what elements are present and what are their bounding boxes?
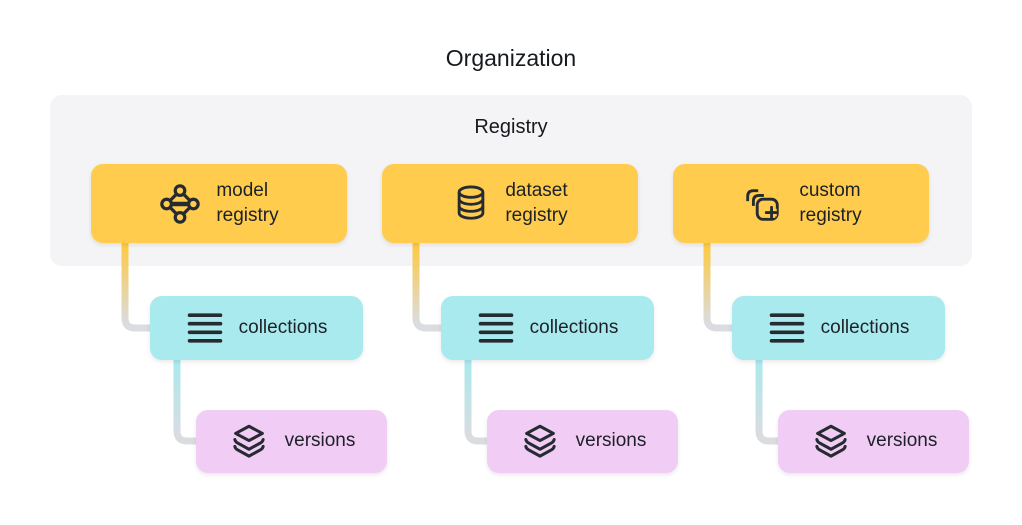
layers-icon (519, 422, 561, 462)
collections-node: collections (732, 296, 945, 360)
model-registry-node: model registry (91, 164, 347, 243)
registry-node-label: custom registry (799, 179, 862, 226)
list-icon (477, 312, 515, 344)
collections-node-label: collections (238, 316, 328, 338)
versions-node: versions (778, 410, 969, 473)
registry-node-label: model registry (216, 179, 279, 226)
database-icon (452, 183, 490, 225)
versions-node-label: versions (866, 430, 938, 452)
registry-group-label: Registry (474, 116, 548, 138)
list-icon (768, 312, 806, 344)
model-graph-icon (159, 183, 201, 225)
versions-node: versions (196, 410, 387, 473)
collections-node: collections (441, 296, 654, 360)
collections-node: collections (150, 296, 363, 360)
collections-node-label: collections (529, 316, 619, 338)
versions-node-label: versions (575, 430, 647, 452)
registry-node-label: dataset registry (505, 179, 568, 226)
registry-column-custom: custom registry collections versions (673, 164, 973, 494)
layers-icon (810, 422, 852, 462)
registry-column-model: model registry collections versions (91, 164, 391, 494)
collections-node-label: collections (820, 316, 910, 338)
page-title: Organization (445, 45, 577, 71)
layers-icon (228, 422, 270, 462)
dataset-registry-node: dataset registry (382, 164, 638, 243)
list-icon (186, 312, 224, 344)
custom-registry-node: custom registry (673, 164, 929, 243)
versions-node: versions (487, 410, 678, 473)
registry-column-dataset: dataset registry collections versions (382, 164, 682, 494)
stacked-frames-plus-icon (740, 183, 784, 225)
versions-node-label: versions (284, 430, 356, 452)
